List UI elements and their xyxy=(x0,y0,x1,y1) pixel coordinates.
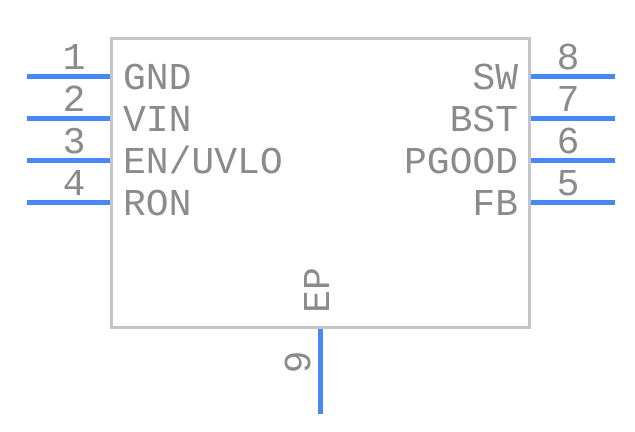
pin-2-number: 2 xyxy=(62,80,86,123)
pin-6-number: 6 xyxy=(556,122,580,165)
pin-1-number: 1 xyxy=(62,38,86,81)
pin-9-number: 9 xyxy=(279,350,322,374)
pin-1-name: GND xyxy=(123,58,192,101)
pin-5-number: 5 xyxy=(556,164,580,207)
pin-7-line xyxy=(531,116,615,121)
pin-9-name: EP xyxy=(298,267,341,313)
pin-4-name: RON xyxy=(123,184,192,227)
pin-2-name: VIN xyxy=(123,100,192,143)
pin-3-name: EN/UVLO xyxy=(123,142,283,185)
pin-1-line xyxy=(27,74,110,79)
pin-7-number: 7 xyxy=(556,80,580,123)
pin-8-name: SW xyxy=(472,58,518,101)
pin-3-number: 3 xyxy=(62,122,86,165)
ic-body-outline xyxy=(110,37,531,329)
pin-5-name: FB xyxy=(472,184,518,227)
pin-3-line xyxy=(27,158,110,163)
pin-6-line xyxy=(531,158,615,163)
pin-9-line xyxy=(318,329,323,414)
pin-8-line xyxy=(531,74,615,79)
pin-6-name: PGOOD xyxy=(403,142,518,185)
pin-7-name: BST xyxy=(449,100,518,143)
pin-4-line xyxy=(27,200,110,205)
pin-2-line xyxy=(27,116,110,121)
pin-8-number: 8 xyxy=(556,38,580,81)
pin-4-number: 4 xyxy=(62,164,86,207)
pin-5-line xyxy=(531,200,615,205)
